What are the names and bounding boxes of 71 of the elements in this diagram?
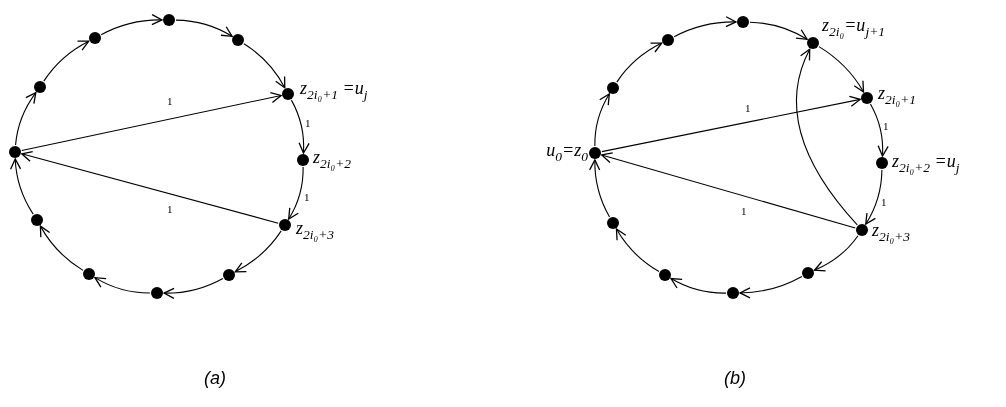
vertex-label: z$_{2i₀+1}$ =u$_{j}$ [300,79,368,103]
vertex-dot [232,34,244,46]
arrow [39,225,84,271]
edge-label: 1 [304,118,312,129]
vertex-dot [727,287,739,299]
vertex-dot [876,157,888,169]
edge-label: 1 [744,103,752,114]
edge-label: 1 [882,121,890,132]
vertex-dot [589,147,601,159]
vertex-dot [662,34,674,46]
vertex-dot [659,269,671,281]
subfigure-label: (b) [724,368,746,389]
vertex-label: z$_{2i₀+3}$ [872,221,911,245]
arrow [94,277,151,294]
arrow [869,103,889,157]
vertex-dot [31,214,43,226]
vertex-dot [737,16,749,28]
arrow [749,21,808,40]
vertex-label: z$_{2i₀+1}$ [878,84,917,108]
arrow [865,169,883,225]
vertex-label: z$_{2i₀+2}$ =u$_{j}$ [892,152,960,176]
vertex-dot [856,224,868,236]
arrow [21,150,279,224]
vertex-dot [34,81,46,93]
edge-label: 1 [740,206,748,217]
subfigure-label: (a) [204,368,226,389]
arrow [21,92,282,152]
arrow [589,159,611,218]
arrow [43,40,90,82]
vertex-dot [607,217,619,229]
arrow [673,16,737,38]
arrow [288,166,304,220]
arrow [234,230,282,273]
arrow [15,91,37,146]
arrow [175,19,233,37]
arrow [100,14,163,36]
vertex-label: z$_{2i₀+3}$ [296,219,335,243]
vertex-dot [279,219,291,231]
vertex-label: u$_{0}$=z$_{0}$ [546,141,588,165]
vertex-label: z$_{2i₀+2}$ [313,148,352,172]
vertex-dot [282,88,294,100]
vertex-dot [297,154,309,166]
arrow [243,43,286,89]
edge-label: 1 [303,192,311,203]
vertex-dot [807,37,819,49]
arrow [594,93,610,147]
edge-label: 1 [166,204,174,215]
arrow [601,95,861,153]
arrow [739,275,803,299]
arrow [163,277,224,299]
vertex-dot [861,92,873,104]
arrow [290,99,310,154]
vertex-dot [83,268,95,280]
vertex-dot [607,82,619,94]
vertex-label: z$_{2i₀}$=u$_{j+1}$ [822,16,885,40]
vertex-dot [89,32,101,44]
arrow [813,235,859,272]
edge-label: 1 [880,197,888,208]
edge-label: 1 [166,96,174,107]
arrow [670,277,727,294]
arrow [10,158,34,215]
vertex-dot [9,146,21,158]
vertex-dot [223,269,235,281]
arrow [818,46,865,93]
arrow [616,42,663,83]
arrow [795,48,858,226]
arrow [615,228,660,273]
vertex-dot [163,14,175,26]
vertex-dot [151,287,163,299]
vertex-dot [802,267,814,279]
arrow [601,152,856,229]
